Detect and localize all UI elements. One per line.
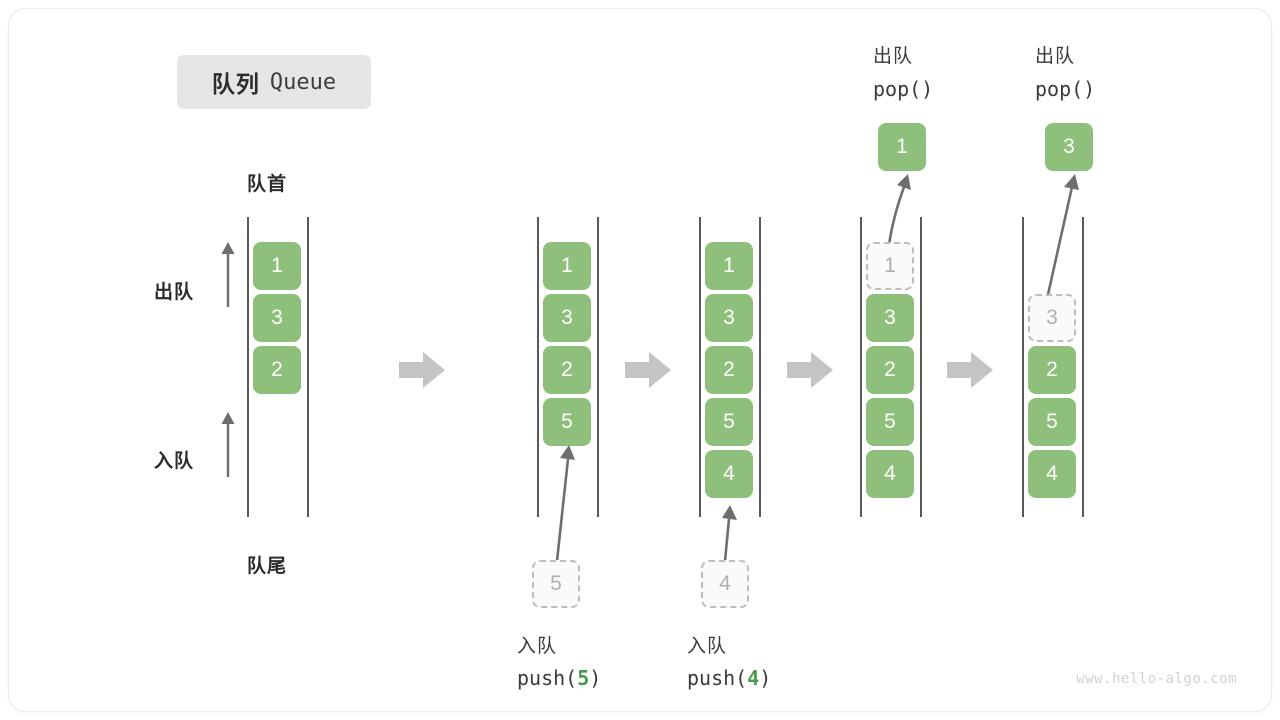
queue-rail-left-2 xyxy=(537,217,539,517)
queue-element: 3 xyxy=(253,294,301,342)
queue-element: 3 xyxy=(866,294,914,342)
popped-element: 3 xyxy=(1045,123,1093,171)
dequeue-label: 出队 xyxy=(154,282,195,303)
push-arrow-4 xyxy=(722,505,737,562)
queue-rail-left-5 xyxy=(1022,217,1024,517)
popped-ghost-element: 3 xyxy=(1028,294,1076,342)
pop-caption-cn-4: 出队 xyxy=(873,46,914,67)
queue-element: 2 xyxy=(866,346,914,394)
push-code-num-2: 5 xyxy=(577,666,590,690)
queue-element: 2 xyxy=(705,346,753,394)
queue-element: 1 xyxy=(253,242,301,290)
queue-rail-left-1 xyxy=(247,217,249,517)
queue-element-new: 4 xyxy=(705,450,753,498)
popped-ghost-element: 1 xyxy=(866,242,914,290)
queue-rail-left-4 xyxy=(860,217,862,517)
enqueue-direction-arrow xyxy=(221,412,235,477)
queue-element: 5 xyxy=(1028,398,1076,446)
pop-caption-cn-5: 出队 xyxy=(1035,46,1076,67)
queue-rail-right-4 xyxy=(920,217,922,517)
queue-element: 2 xyxy=(543,346,591,394)
push-caption-code-3: push(4) xyxy=(687,666,771,690)
push-code-pre-3: push( xyxy=(687,666,748,690)
dequeue-direction-arrow xyxy=(221,242,235,307)
push-caption-cn-3: 入队 xyxy=(687,636,728,657)
pop-arrow-3 xyxy=(1045,174,1079,300)
push-code-post-3: ) xyxy=(759,666,772,690)
front-label: 队首 xyxy=(247,174,288,195)
title-en: Queue xyxy=(269,69,337,95)
queue-element: 4 xyxy=(866,450,914,498)
push-code-post-2: ) xyxy=(589,666,602,690)
queue-element: 2 xyxy=(253,346,301,394)
pop-arrow-1 xyxy=(887,174,911,246)
queue-element-new: 5 xyxy=(543,398,591,446)
title-badge: 队列 Queue xyxy=(177,55,371,109)
queue-element: 3 xyxy=(543,294,591,342)
enqueue-label: 入队 xyxy=(154,451,195,472)
queue-element: 1 xyxy=(543,242,591,290)
push-ghost-element: 5 xyxy=(532,560,580,608)
diagram-card: 队列 Queue 队首 队尾 出队 入队 1 3 2 1 3 2 5 5 入队 … xyxy=(8,8,1272,712)
pop-caption-code-5: pop() xyxy=(1035,77,1096,101)
queue-element: 4 xyxy=(1028,450,1076,498)
queue-rail-right-5 xyxy=(1082,217,1084,517)
queue-rail-right-1 xyxy=(307,217,309,517)
queue-element: 5 xyxy=(866,398,914,446)
push-code-num-3: 4 xyxy=(747,666,760,690)
queue-element: 3 xyxy=(705,294,753,342)
flow-arrow-icon xyxy=(947,352,993,388)
watermark: www.hello-algo.com xyxy=(1076,671,1237,687)
push-caption-cn-2: 入队 xyxy=(517,636,558,657)
queue-rail-right-3 xyxy=(759,217,761,517)
queue-element: 5 xyxy=(705,398,753,446)
pop-caption-code-4: pop() xyxy=(873,77,934,101)
push-code-pre-2: push( xyxy=(517,666,578,690)
flow-arrow-icon xyxy=(399,352,445,388)
title-cn: 队列 xyxy=(211,71,260,97)
queue-rail-left-3 xyxy=(699,217,701,517)
push-ghost-element: 4 xyxy=(701,560,749,608)
rear-label: 队尾 xyxy=(247,556,288,577)
push-caption-code-2: push(5) xyxy=(517,666,601,690)
popped-element: 1 xyxy=(878,123,926,171)
queue-element: 2 xyxy=(1028,346,1076,394)
queue-rail-right-2 xyxy=(597,217,599,517)
flow-arrow-icon xyxy=(625,352,671,388)
push-arrow-5 xyxy=(555,445,575,562)
flow-arrow-icon xyxy=(787,352,833,388)
queue-element: 1 xyxy=(705,242,753,290)
